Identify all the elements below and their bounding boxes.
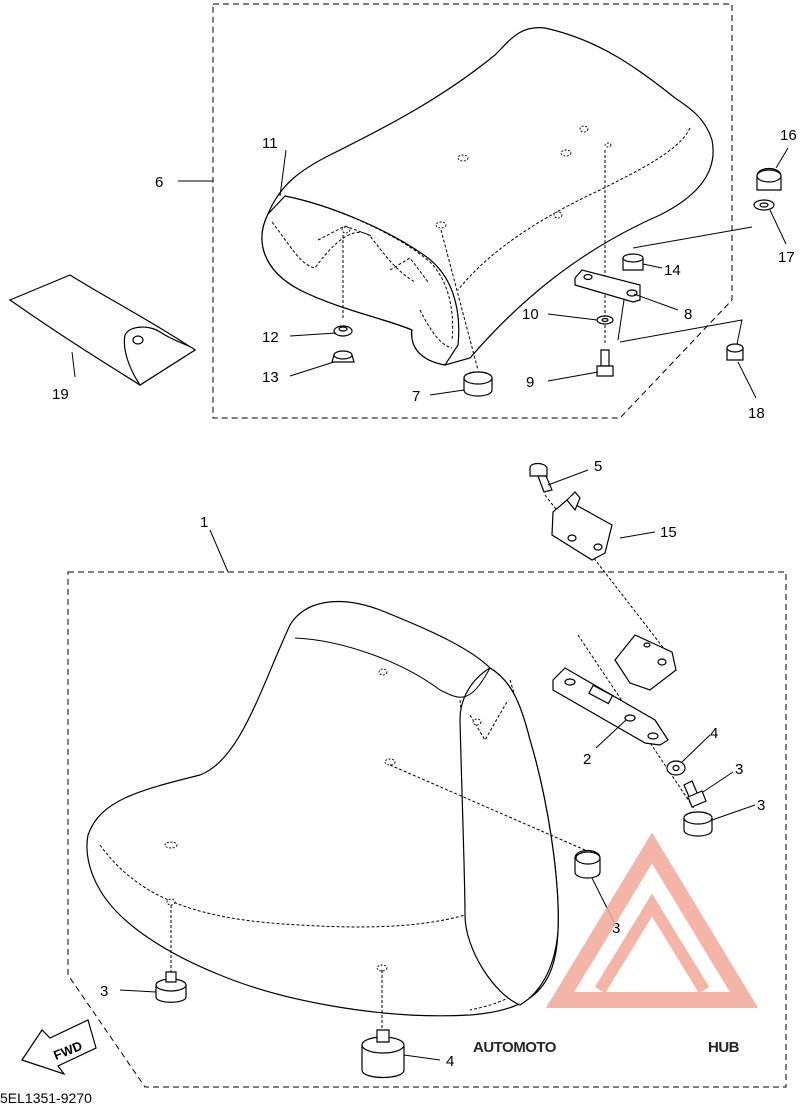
callout-6: 4 xyxy=(710,725,718,742)
watermark-logo: AUTOMOTO HUB xyxy=(473,832,759,1056)
callout-12: 10 xyxy=(522,306,539,323)
watermark-text-primary: AUTOMOTO xyxy=(473,1039,557,1056)
callout-four: 4 xyxy=(446,1053,454,1070)
callout-7-visible: 5 xyxy=(594,458,602,475)
callout-21: 19 xyxy=(52,386,69,403)
part-code: 5EL1351-9270 xyxy=(0,1090,92,1104)
fwd-arrow-icon xyxy=(21,1019,97,1076)
rear-seat-body xyxy=(261,27,714,366)
front-seat-body xyxy=(86,600,559,1017)
callout-14: 12 xyxy=(262,329,279,346)
callout-3-damper-right: 3 xyxy=(757,797,765,814)
callout-20: 18 xyxy=(748,405,765,422)
watermark-triangle-icon xyxy=(545,832,759,1008)
callout-3-center: 3 xyxy=(612,920,620,937)
callout-1: 1 xyxy=(200,514,208,531)
rear-seat-group-boundary xyxy=(212,3,733,419)
callout-labels: 6 11 12 13 7 9 10 8 14 16 17 18 19 1 8 8… xyxy=(52,127,797,1070)
front-seat-group-boundary xyxy=(67,571,787,1088)
callout-11: 9 xyxy=(526,374,534,391)
callout-19: 17 xyxy=(778,249,795,266)
callout-3-front-left: 3 xyxy=(100,983,108,1000)
leader-lines xyxy=(71,147,789,1061)
callout-17: 15 xyxy=(660,524,677,541)
callout-9: 7 xyxy=(412,388,420,405)
callout-16: 14 xyxy=(664,262,681,279)
callout-10: 8 xyxy=(684,306,692,323)
callout-13: 11 xyxy=(262,135,278,152)
callout-8: 6 xyxy=(155,174,163,191)
callout-5: 3 xyxy=(735,761,743,778)
callout-18: 16 xyxy=(780,127,797,144)
callout-2: 2 xyxy=(583,751,591,768)
front-seat-hardware xyxy=(21,462,713,1079)
seat-cover xyxy=(8,274,197,386)
watermark-text-secondary: HUB xyxy=(708,1039,740,1056)
callout-15: 13 xyxy=(262,369,279,386)
rear-seat-hardware xyxy=(331,150,782,397)
